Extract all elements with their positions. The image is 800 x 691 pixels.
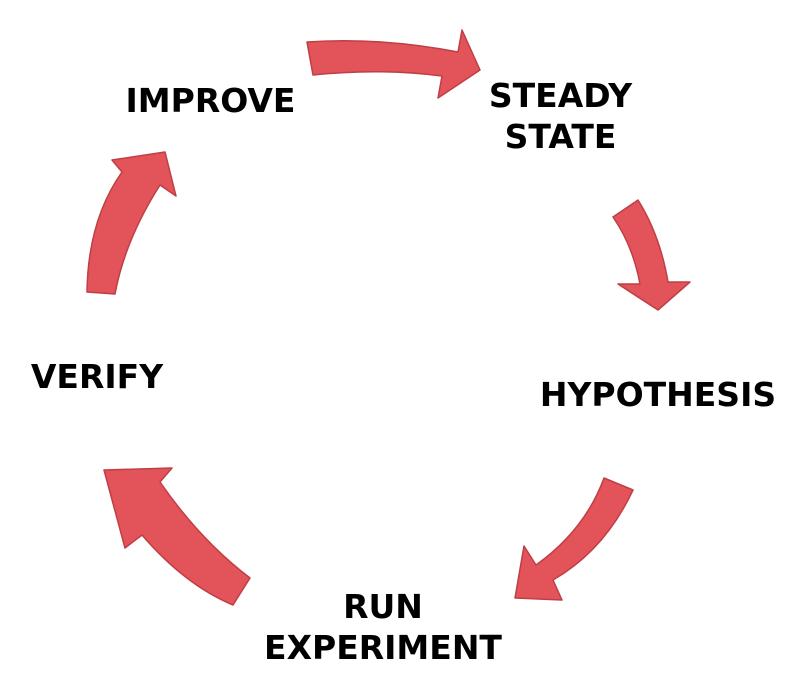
arrow-improve-to-steady xyxy=(306,29,481,99)
stage-hypothesis-line-1: HYPOTHESIS xyxy=(539,375,777,414)
stage-verify-line-1: VERIFY xyxy=(30,357,164,396)
stage-hypothesis: HYPOTHESIS xyxy=(533,374,783,415)
stage-steady-line-1: STEADY xyxy=(488,76,633,115)
stage-run-experiment: RUN EXPERIMENT xyxy=(258,586,508,668)
arrow-run-to-verify xyxy=(103,467,251,606)
arrow-hypothesis-to-run xyxy=(514,477,634,601)
stage-steady-line-2: STATE xyxy=(504,117,617,156)
stage-improve: IMPROVE xyxy=(118,80,303,121)
stage-steady-state: STEADY STATE xyxy=(478,75,643,157)
stage-verify: VERIFY xyxy=(22,356,172,397)
stage-run-line-1: RUN xyxy=(343,587,423,626)
arrow-verify-to-improve xyxy=(86,151,177,295)
stage-run-line-2: EXPERIMENT xyxy=(264,628,502,667)
stage-improve-line-1: IMPROVE xyxy=(125,81,296,120)
arrow-steady-to-hypothesis xyxy=(612,199,691,311)
